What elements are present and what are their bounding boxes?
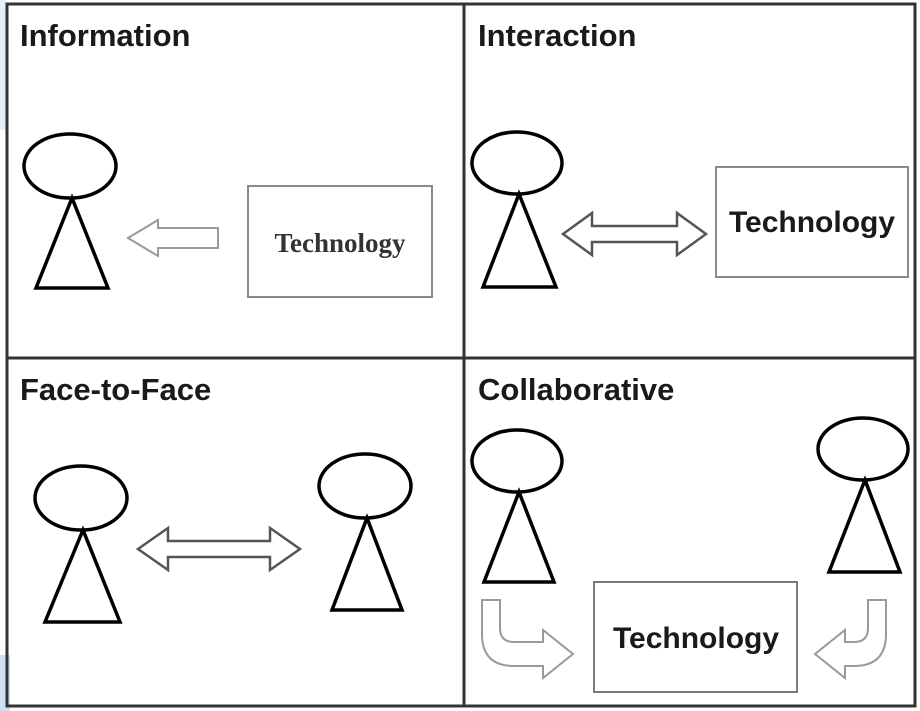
- person-icon: [22, 132, 118, 290]
- left-arrow-icon: [126, 218, 219, 258]
- person-icon: [470, 428, 564, 584]
- technology-box-collaborative: [593, 581, 798, 693]
- panel-information: Information Technology: [20, 18, 433, 298]
- curved-arrow-icon: [481, 599, 575, 681]
- panel-title-information: Information: [20, 18, 191, 53]
- technology-box-information: [247, 185, 433, 298]
- panel-title-collaborative: Collaborative: [478, 372, 674, 407]
- panel-title-interaction: Interaction: [478, 18, 636, 53]
- double-arrow-icon: [560, 210, 709, 258]
- double-arrow-icon: [135, 525, 303, 573]
- person-icon: [33, 464, 129, 624]
- person-icon: [317, 452, 413, 612]
- panel-title-face-to-face: Face-to-Face: [20, 372, 211, 407]
- edge-accent-bottom: [0, 655, 10, 711]
- panel-face-to-face: Face-to-Face: [20, 372, 413, 624]
- technology-label-interaction: Technology: [729, 206, 895, 239]
- person-icon: [816, 416, 910, 574]
- panel-collaborative: Collaborative Technology: [470, 372, 910, 693]
- technology-label-information: Technology: [274, 228, 406, 258]
- curved-arrow-icon: [813, 599, 887, 681]
- panel-interaction: Interaction Technology: [470, 18, 909, 289]
- technology-label-collaborative: Technology: [613, 622, 779, 655]
- edge-accent-top: [0, 0, 6, 130]
- panel-grid: [5, 2, 917, 708]
- technology-box-interaction: [715, 166, 909, 278]
- person-icon: [470, 130, 564, 289]
